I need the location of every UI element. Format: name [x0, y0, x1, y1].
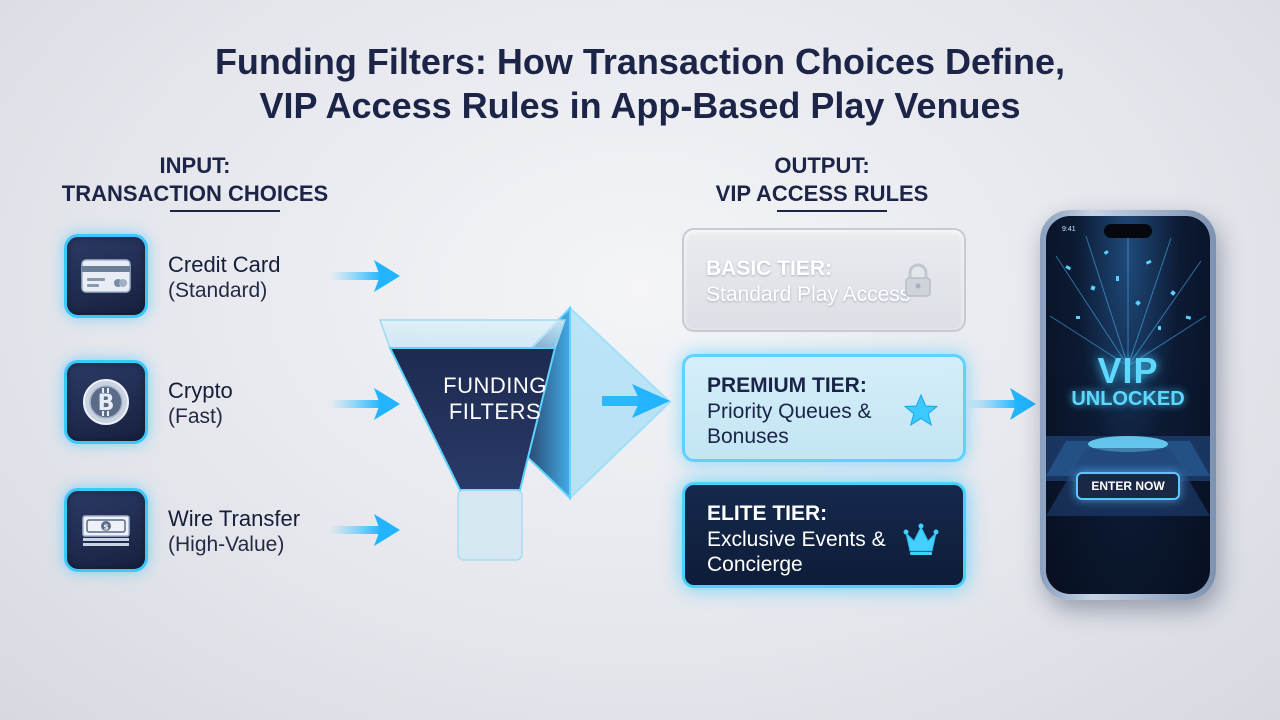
- arrow-right-icon: [330, 388, 400, 420]
- input-name: Wire Transfer: [168, 506, 301, 531]
- title-line-2: VIP Access Rules in App-Based Play Venue…: [259, 85, 1021, 126]
- output-heading-underline: [777, 210, 887, 212]
- tier-title: ELITE TIER:: [707, 502, 828, 525]
- input-heading-underline: [170, 210, 280, 212]
- tier-description: Priority Queues & Bonuses: [707, 400, 872, 448]
- phone-mockup: 9:41 VIP UNLOCKED ENTER NOW: [1040, 210, 1216, 600]
- input-detail: (High-Value): [168, 533, 285, 556]
- input-detail: (Standard): [168, 279, 268, 302]
- input-wire-transfer: $ Wire Transfer (High-Value): [64, 488, 394, 572]
- phone-notch: [1104, 224, 1152, 238]
- input-detail: (Fast): [168, 405, 223, 428]
- unlocked-label: UNLOCKED: [1071, 388, 1185, 410]
- lock-icon: [905, 263, 931, 297]
- svg-text:$: $: [103, 523, 109, 532]
- output-heading-line-2: VIP ACCESS RULES: [715, 181, 929, 206]
- arrow-right-icon: [966, 388, 1036, 420]
- input-crypto: B Crypto (Fast): [64, 360, 394, 444]
- phone-screen: 9:41 VIP UNLOCKED ENTER NOW: [1046, 216, 1210, 594]
- enter-now-button[interactable]: ENTER NOW: [1076, 472, 1180, 500]
- tier-description: Exclusive Events & Concierge: [707, 528, 886, 576]
- arrow-right-icon: [330, 514, 400, 546]
- funnel-label: FUNDING FILTERS: [400, 373, 590, 425]
- tier-premium: PREMIUM TIER: Priority Queues & Bonuses: [682, 354, 966, 462]
- input-name: Crypto: [168, 378, 233, 403]
- tier-title: BASIC TIER:: [706, 257, 832, 280]
- input-heading: INPUT: TRANSACTION CHOICES: [45, 152, 345, 212]
- phone-status-time: 9:41: [1062, 226, 1076, 233]
- funnel-graphic: [378, 305, 672, 561]
- vip-heading: VIP: [1097, 350, 1159, 391]
- page-title: Funding Filters: How Transaction Choices…: [0, 40, 1280, 128]
- banknote-icon: $: [64, 488, 148, 572]
- svg-text:B: B: [98, 391, 115, 416]
- tier-elite: ELITE TIER: Exclusive Events & Concierge: [682, 482, 966, 588]
- input-credit-card: Credit Card (Standard): [64, 234, 394, 318]
- output-heading-line-1: OUTPUT:: [774, 153, 870, 178]
- funnel-label-line-1: FUNDING: [443, 373, 547, 398]
- input-heading-line-2: TRANSACTION CHOICES: [61, 181, 329, 206]
- tier-basic: BASIC TIER: Standard Play Access: [682, 228, 966, 332]
- title-line-1: Funding Filters: How Transaction Choices…: [214, 41, 1066, 82]
- output-heading: OUTPUT: VIP ACCESS RULES: [672, 152, 972, 212]
- funnel-label-line-2: FILTERS: [448, 399, 542, 424]
- star-icon: [903, 393, 939, 427]
- tier-title: PREMIUM TIER:: [707, 374, 867, 397]
- input-name: Credit Card: [168, 252, 281, 277]
- input-heading-line-1: INPUT:: [159, 153, 231, 178]
- tier-description: Standard Play Access: [706, 283, 911, 306]
- bitcoin-icon: B: [64, 360, 148, 444]
- credit-card-icon: [64, 234, 148, 318]
- crown-icon: [903, 523, 939, 555]
- arrow-right-icon: [330, 260, 400, 292]
